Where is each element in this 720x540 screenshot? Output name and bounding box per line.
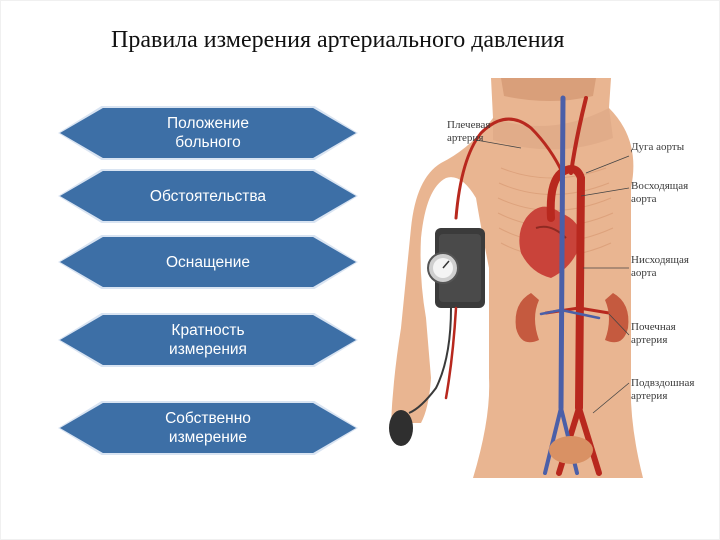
label-brachial-1: Плечевая [447,119,490,131]
step-shape: Собственно измерение [60,403,356,453]
step-label: Оснащение [165,253,251,271]
body-silhouette [391,78,643,478]
step-shape: Обстоятельства [60,171,356,221]
page-title: Правила измерения артериального давления [111,27,565,53]
label-ascending-1: Восходящая [631,180,688,192]
anatomy-labels: Плечевая артерия Дуга аорты Восходящая а… [447,119,694,402]
label-brachial-2: артерия [447,132,483,144]
step-equipment: Оснащение [58,235,358,289]
label-iliac-1: Подвздошная [631,377,694,389]
bulb-icon [389,410,413,446]
tube [408,307,452,414]
step-shape: Кратность измерения [60,315,356,365]
step-label: Собственно измерение [165,410,251,446]
bladder [549,436,593,464]
step-frequency: Кратность измерения [58,313,358,367]
label-descending-1: Нисходящая [631,254,689,266]
step-label: Кратность измерения [169,322,247,358]
label-descending-2: аорта [631,267,657,279]
anatomy-svg: Плечевая артерия Дуга аорты Восходящая а… [389,78,694,478]
step-shape: Положение больного [60,108,356,158]
anatomy-illustration: Плечевая артерия Дуга аорты Восходящая а… [381,78,713,478]
cuff [435,228,485,308]
label-iliac-2: артерия [631,390,667,402]
step-shape: Оснащение [60,237,356,287]
step-label: Положение больного [167,115,249,151]
step-label: Обстоятельства [149,187,267,205]
kidneys [515,293,629,343]
gauge-icon [427,252,459,284]
step-measurement: Собственно измерение [58,401,358,455]
pointer-lines [475,139,630,414]
label-renal-1: Почечная [631,321,676,333]
label-renal-2: артерия [631,334,667,346]
step-patient-position: Положение больного [58,106,358,160]
label-arch: Дуга аорты [631,141,685,153]
label-ascending-2: аорта [631,193,657,205]
step-circumstances: Обстоятельства [58,169,358,223]
